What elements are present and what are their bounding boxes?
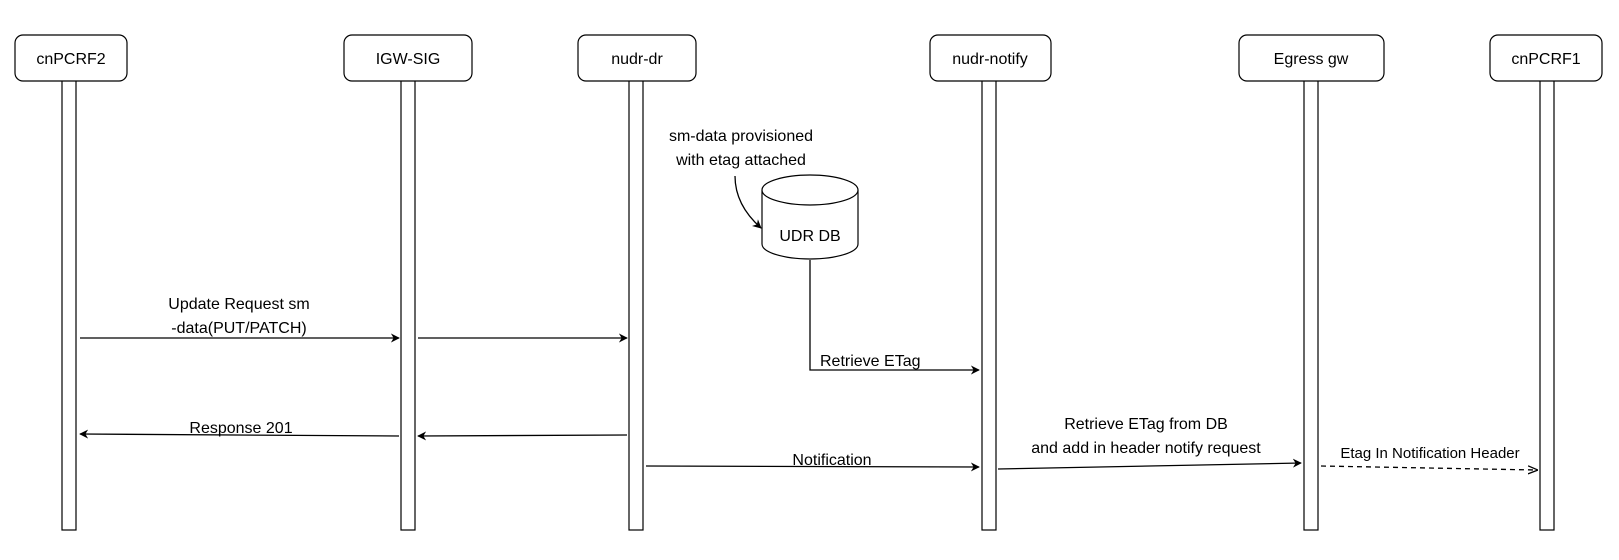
msg-update-request-line-1: Update Request sm (168, 296, 309, 313)
lifeline-cnpcrf2 (61, 79, 77, 531)
participant-igw-sig: IGW-SIG (343, 34, 473, 82)
db-label: UDR DB (779, 228, 840, 245)
provision-note: sm-data provisioned with etag attached (669, 128, 813, 169)
participant-cnpcrf1: cnPCRF1 (1489, 34, 1603, 82)
msg-retrieve-etag-from-db-line-2: and add in header notify request (1031, 440, 1261, 457)
lifeline-egress-gw (1303, 79, 1319, 531)
lifeline-nudr-notify (981, 79, 997, 531)
msg-etag-header: Etag In Notification Header (1340, 445, 1519, 462)
arrow-etag-header (1320, 466, 1537, 470)
arrow-retrieve-etag (809, 260, 980, 375)
msg-retrieve-etag: Retrieve ETag (820, 353, 921, 370)
arrow-response-201 (79, 429, 400, 439)
participant-label: cnPCRF1 (1511, 51, 1580, 68)
arrow-retrieve-etag-from-db (997, 458, 1302, 470)
msg-update-request-line-2: -data(PUT/PATCH) (171, 320, 306, 337)
participant-nudr-dr: nudr-dr (577, 34, 697, 82)
participant-label: cnPCRF2 (36, 51, 105, 68)
lifeline-igw-sig (400, 79, 416, 531)
participant-label: Egress gw (1274, 51, 1349, 68)
msg-retrieve-etag-from-db-line-1: Retrieve ETag from DB (1064, 416, 1228, 433)
participant-label: nudr-dr (611, 51, 663, 68)
udr-db-cylinder: UDR DB (761, 174, 859, 260)
lifeline-cnpcrf1 (1539, 79, 1555, 531)
participant-nudr-notify: nudr-notify (929, 34, 1052, 82)
lifeline-nudr-dr (628, 79, 644, 531)
participant-label: nudr-notify (952, 51, 1028, 68)
note-line-2: with etag attached (675, 152, 806, 169)
msg-response-201: Response 201 (189, 420, 292, 437)
arrow-response-return (417, 431, 628, 441)
msg-notification: Notification (792, 452, 871, 469)
participant-cnpcrf2: cnPCRF2 (14, 34, 128, 82)
note-pointer-arrow (734, 175, 762, 229)
participant-label: IGW-SIG (376, 51, 441, 68)
participant-egress-gw: Egress gw (1238, 34, 1385, 82)
note-line-1: sm-data provisioned (669, 128, 813, 145)
arrow-notification (645, 462, 980, 472)
